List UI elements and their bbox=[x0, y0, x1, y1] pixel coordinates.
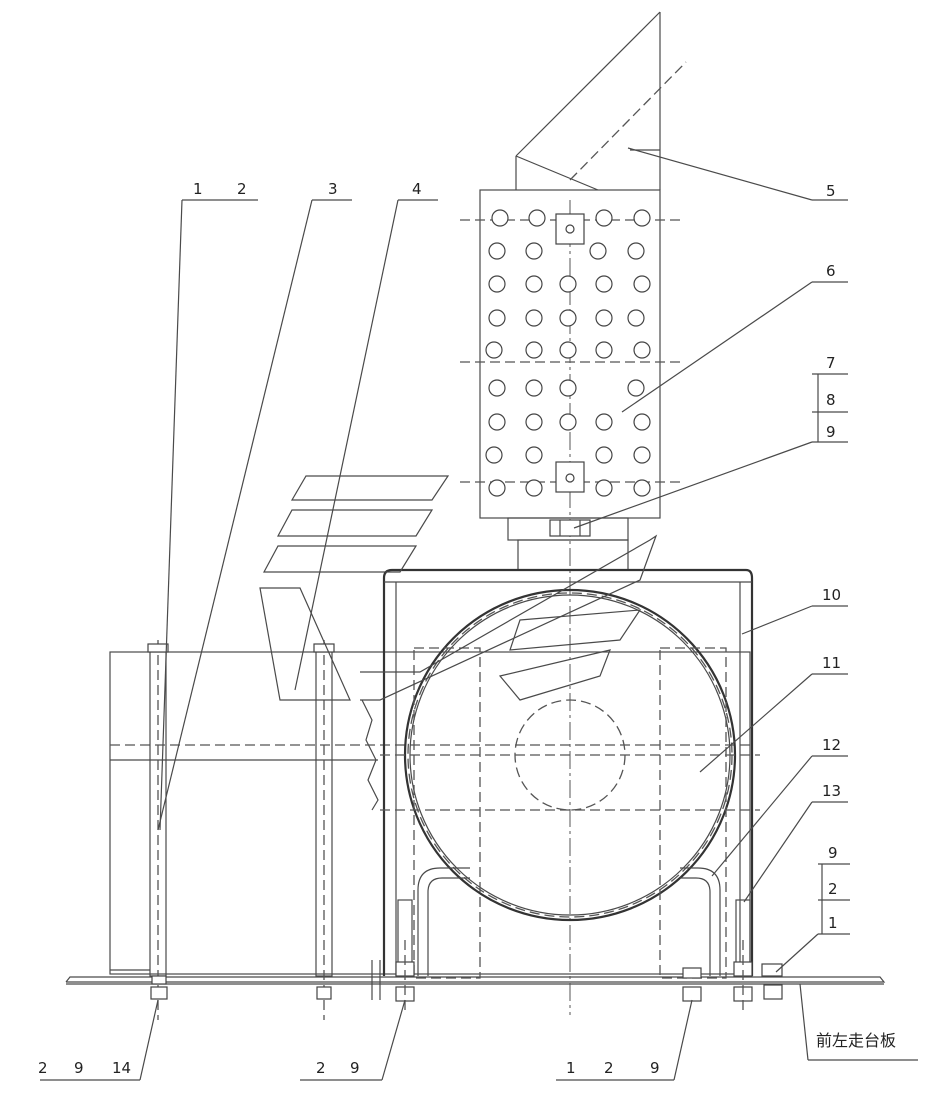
callout-9-upper: 9 bbox=[826, 423, 836, 441]
bolts bbox=[371, 899, 783, 1015]
leader-lines bbox=[40, 147, 918, 1081]
callout-13: 13 bbox=[822, 782, 841, 800]
callout-1-lower: 1 bbox=[828, 914, 838, 932]
callout-6: 6 bbox=[826, 262, 836, 280]
bottom-group-1-c: 14 bbox=[112, 1059, 131, 1077]
callout-12: 12 bbox=[822, 736, 841, 754]
bottom-group-3-a: 1 bbox=[566, 1059, 576, 1077]
callout-2-top: 2 bbox=[237, 180, 247, 198]
callout-1-top: 1 bbox=[193, 180, 203, 198]
deflector-plates bbox=[259, 475, 658, 701]
bottom-group-1-a: 2 bbox=[38, 1059, 48, 1077]
callout-labels: 1 2 3 4 5 6 7 8 9 10 11 12 13 9 2 1 前左走台… bbox=[38, 180, 896, 1077]
bottom-group-2-b: 9 bbox=[350, 1059, 360, 1077]
callout-9-lower: 9 bbox=[828, 844, 838, 862]
perforation-holes bbox=[485, 209, 651, 497]
callout-3: 3 bbox=[328, 180, 338, 198]
callout-7: 7 bbox=[826, 354, 836, 372]
left-support-frame bbox=[109, 640, 751, 1020]
bottom-group-2-a: 2 bbox=[316, 1059, 326, 1077]
drum bbox=[380, 588, 760, 979]
bottom-group-3-c: 9 bbox=[650, 1059, 660, 1077]
cowling bbox=[382, 568, 754, 976]
callout-4: 4 bbox=[412, 180, 422, 198]
callout-8: 8 bbox=[826, 391, 836, 409]
callout-11: 11 bbox=[822, 654, 841, 672]
callout-5: 5 bbox=[826, 182, 836, 200]
callout-2-lower: 2 bbox=[828, 880, 838, 898]
base-plate bbox=[65, 976, 886, 985]
bottom-group-1-b: 9 bbox=[74, 1059, 84, 1077]
plate-label: 前左走台板 bbox=[816, 1031, 896, 1050]
upper-duct bbox=[460, 11, 687, 1015]
bottom-group-3-b: 2 bbox=[604, 1059, 614, 1077]
callout-10: 10 bbox=[822, 586, 841, 604]
